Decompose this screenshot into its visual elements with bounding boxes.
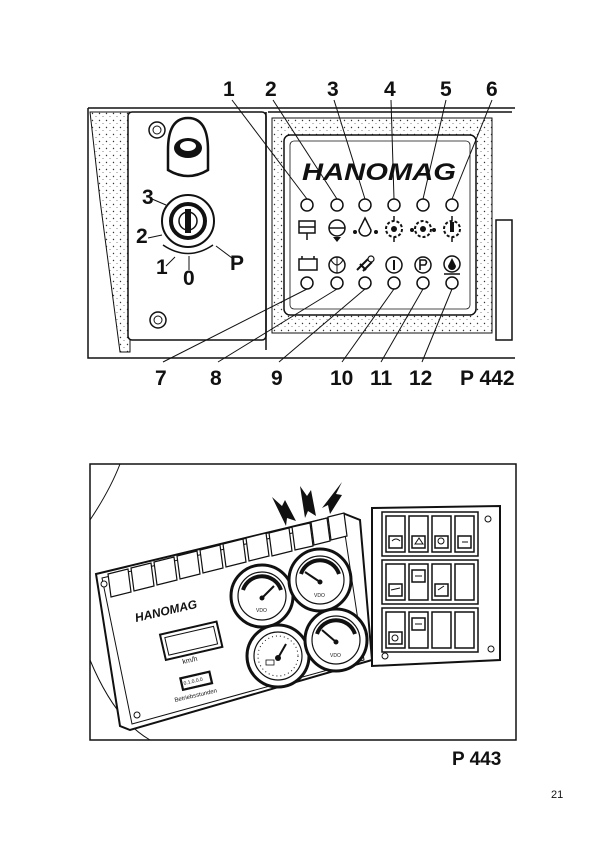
figure-id-p442: P 442 xyxy=(460,367,515,390)
screw-icon xyxy=(149,311,167,329)
battery-icon xyxy=(298,256,318,271)
key-cover xyxy=(166,116,210,178)
key-position-2: 2 xyxy=(136,225,148,248)
oil-filter-icon xyxy=(328,219,346,242)
callout-3: 3 xyxy=(327,78,339,101)
figure-p443: HANOMAG km/h 0.1.0.0.0 Betriebsstunden V… xyxy=(89,463,517,770)
fuel-reserve-icon xyxy=(443,255,461,275)
callout-4: 4 xyxy=(384,78,396,101)
indicator-lamps-top xyxy=(300,198,459,212)
preheat-icon xyxy=(298,220,316,240)
left-wall-texture xyxy=(89,111,131,353)
transmission-temp-icon xyxy=(443,216,461,242)
fuel-gauge: VDO xyxy=(287,547,353,613)
hour-meter-value: 0.1.0.0.0 xyxy=(183,677,204,687)
callout-9: 9 xyxy=(271,367,283,390)
key-position-labels: 3 2 1 0 P xyxy=(136,186,244,290)
screw-icon xyxy=(381,652,389,660)
screw-icon xyxy=(484,515,492,523)
pointer-arrow-icon xyxy=(272,482,342,526)
screw-icon xyxy=(148,121,166,139)
warning-lamp-strip xyxy=(107,512,348,598)
key-position-1: 1 xyxy=(156,256,168,279)
indicator-i-icon xyxy=(385,256,403,274)
screw-icon xyxy=(487,645,495,653)
ignition-switch[interactable] xyxy=(161,194,215,255)
panel-brand-logo: HANOMAG xyxy=(302,159,456,186)
gear-oil-icon xyxy=(385,216,403,242)
callouts-top: 1 2 3 4 5 6 xyxy=(223,78,498,101)
key-position-3: 3 xyxy=(142,186,154,209)
parking-brake-icon xyxy=(414,256,432,274)
switch-symbols xyxy=(390,537,468,642)
temperature-gauge: VDO xyxy=(229,563,295,629)
callout-5: 5 xyxy=(440,78,452,101)
tachometer-gauge xyxy=(245,623,311,689)
air-filter-icon xyxy=(356,255,375,272)
gauge-brand: VDO xyxy=(330,653,341,659)
callout-11: 11 xyxy=(370,367,393,390)
speed-unit-label: km/h xyxy=(182,656,198,666)
page-number: 21 xyxy=(551,789,564,801)
callout-1: 1 xyxy=(223,78,235,101)
callout-8: 8 xyxy=(210,367,222,390)
callout-12: 12 xyxy=(409,367,432,390)
callout-10: 10 xyxy=(330,367,353,390)
gear-oil-pressure-icon xyxy=(410,220,436,238)
figure-p442: 3 2 1 0 P HANOMAG xyxy=(87,78,515,390)
screw-icon xyxy=(133,711,141,719)
callout-6: 6 xyxy=(486,78,498,101)
key-position-p: P xyxy=(230,252,244,275)
callouts-bottom: 7 8 9 10 11 12 xyxy=(155,367,432,390)
callout-2: 2 xyxy=(265,78,277,101)
pressure-gauge: VDO xyxy=(303,607,369,673)
leader-lines-top xyxy=(231,99,493,200)
figure-id-p443: P 443 xyxy=(452,749,501,770)
speed-display xyxy=(158,620,224,662)
screw-icon xyxy=(100,580,108,588)
leader-lines-bottom xyxy=(162,288,453,363)
gauge-brand: VDO xyxy=(256,608,267,614)
gauge-brand: VDO xyxy=(314,593,325,599)
hour-meter xyxy=(179,670,214,692)
brake-pressure-icon xyxy=(328,256,346,274)
callout-7: 7 xyxy=(155,367,167,390)
oil-pressure-icon xyxy=(353,216,378,237)
key-position-0: 0 xyxy=(183,267,195,290)
rocker-switches[interactable] xyxy=(381,511,479,653)
